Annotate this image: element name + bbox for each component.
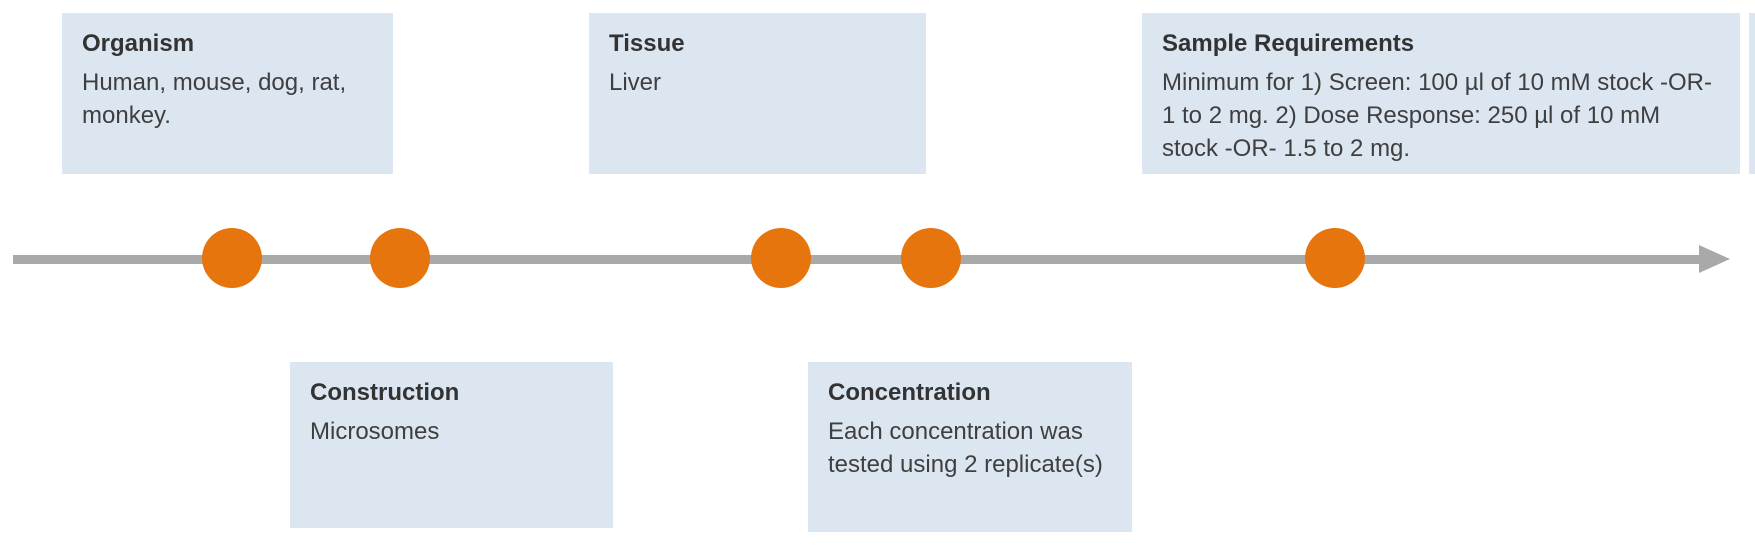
timeline-dot-sample-requirements <box>1305 228 1365 288</box>
card-concentration-body: Each concentration was tested using 2 re… <box>828 418 1103 478</box>
card-organism-title: Organism <box>82 30 195 57</box>
card-construction-body: Microsomes <box>310 418 440 445</box>
arrowhead-icon <box>1699 245 1730 273</box>
timeline-dot-construction <box>370 228 430 288</box>
card-construction: Construction Microsomes <box>290 362 613 528</box>
card-concentration-title: Concentration <box>828 379 991 406</box>
card-construction-title: Construction <box>310 379 460 406</box>
card-tissue-body: Liver <box>609 69 662 96</box>
timeline-axis <box>13 255 1703 264</box>
card-organism: Organism Human, mouse, dog, rat, monkey. <box>62 13 393 174</box>
timeline-dot-concentration <box>901 228 961 288</box>
card-sample-requirements-body: Minimum for 1) Screen: 100 µl of 10 mM s… <box>1162 69 1712 162</box>
card-sample-requirements: Sample Requirements Minimum for 1) Scree… <box>1142 13 1740 174</box>
timeline-dot-tissue <box>751 228 811 288</box>
card-partial-offscreen <box>1749 13 1755 174</box>
card-organism-body: Human, mouse, dog, rat, monkey. <box>82 69 347 129</box>
card-sample-requirements-title: Sample Requirements <box>1162 30 1415 57</box>
card-tissue-title: Tissue <box>609 30 685 57</box>
card-tissue: Tissue Liver <box>589 13 926 174</box>
timeline-dot-organism <box>202 228 262 288</box>
card-concentration: Concentration Each concentration was tes… <box>808 362 1132 532</box>
